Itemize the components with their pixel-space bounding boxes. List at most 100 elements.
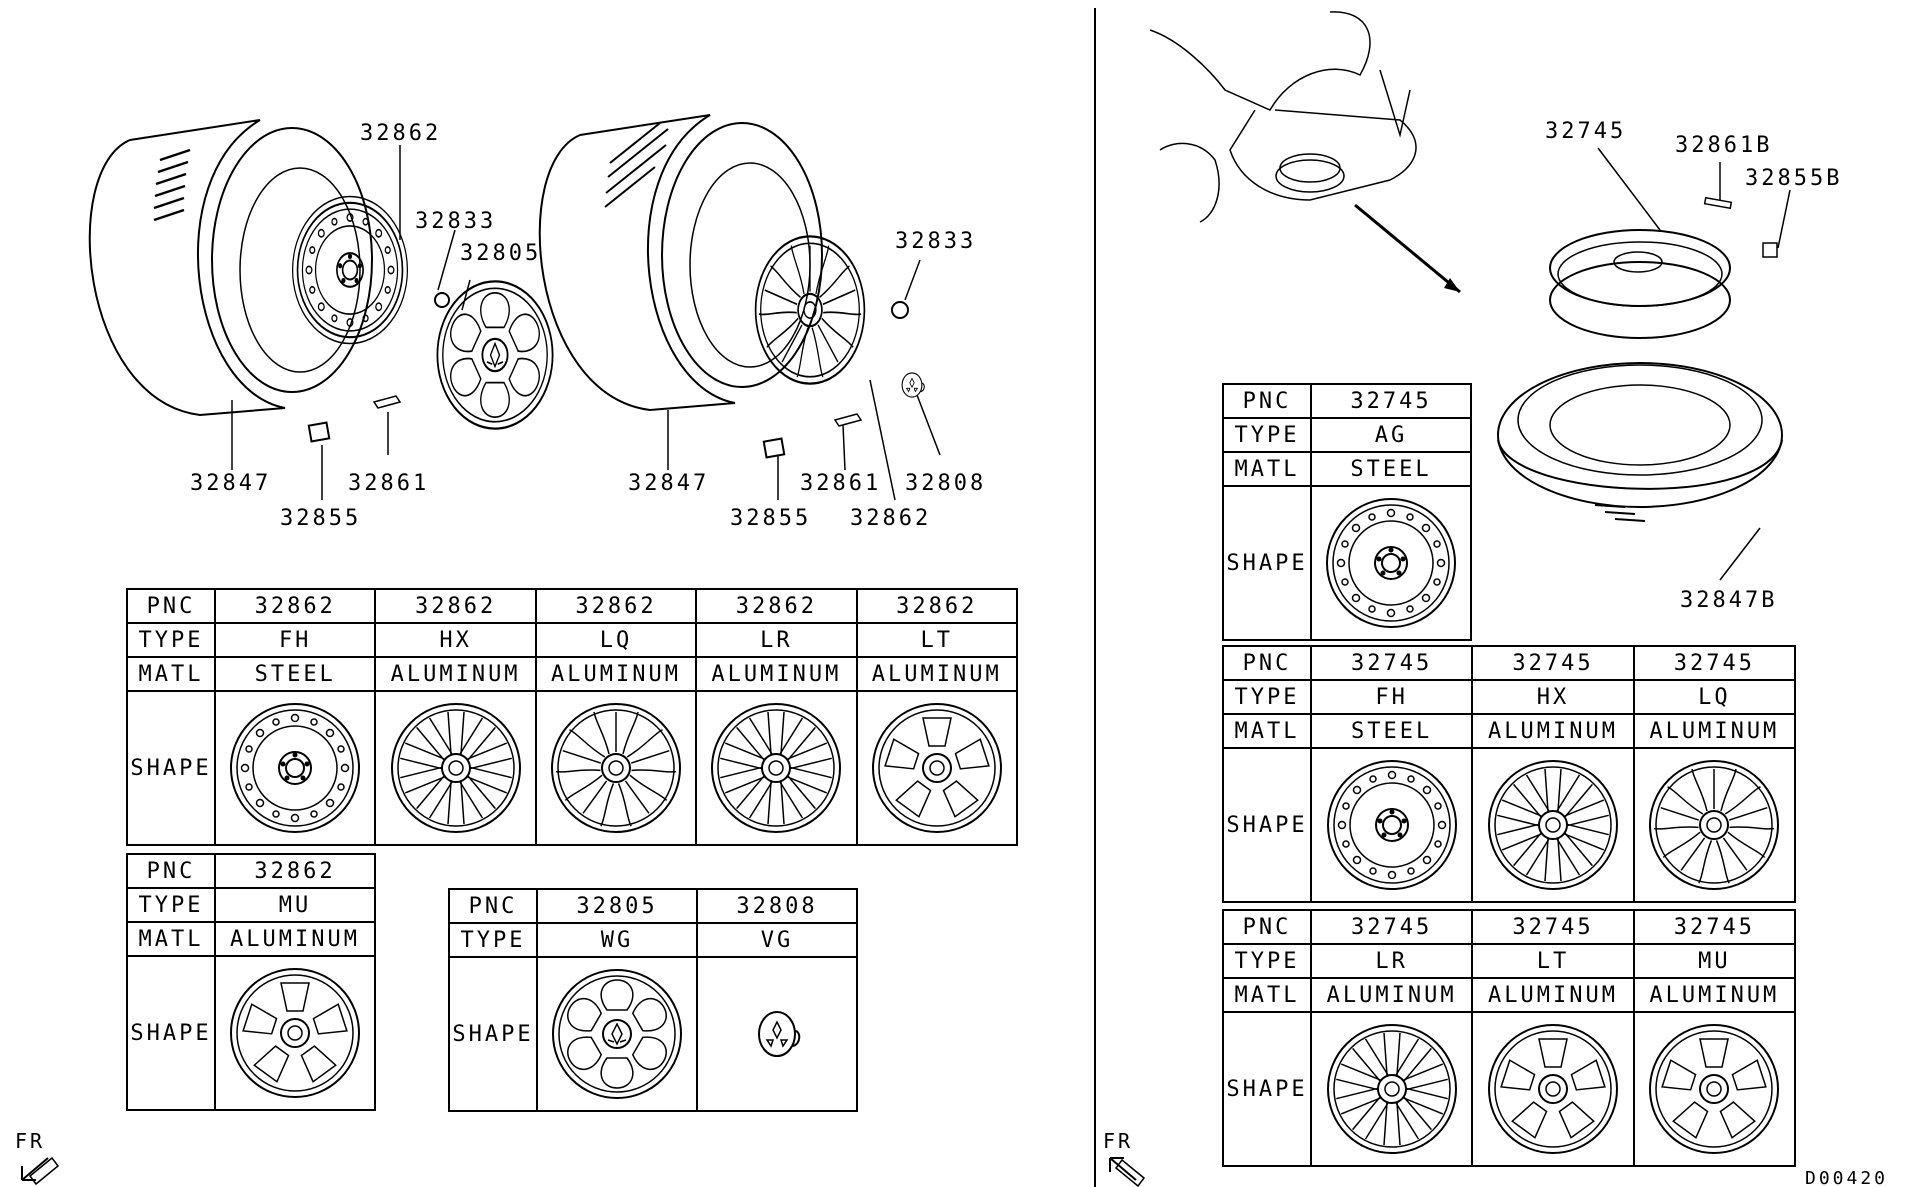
shape-cell [214,955,376,1111]
leader-lines [231,145,1791,581]
row-label-pnc: PNC [126,853,216,889]
cell-pnc: 32862 [534,588,698,624]
cell-matl: ALUMINUM [695,656,858,692]
cell-type: MU [1632,943,1797,979]
cell-matl: ALUMINUM [1632,977,1797,1013]
row-label-matl: MATL [1222,451,1312,487]
cell-pnc: 32862 [855,588,1019,624]
cell-type: MU [214,887,376,923]
left-assembly [88,119,554,443]
row-label-shape: SHAPE [1222,1011,1312,1167]
callout-32847: 32847 [190,471,271,496]
row-label-type: TYPE [1222,417,1312,453]
shape-cell [213,690,377,846]
row-label-pnc: PNC [448,888,538,924]
callout-32833: 32833 [415,209,496,234]
callout-32855: 32855 [280,506,361,531]
cell-type: LT [855,622,1019,658]
callout-32745: 32745 [1545,119,1626,144]
row-label-shape: SHAPE [126,690,216,846]
shape-cell [696,956,858,1112]
shape-cell [374,690,537,846]
cell-pnc: 32805 [536,888,698,924]
cell-type: WG [536,922,698,958]
fr-arrow-left: FR [15,1129,60,1186]
row-label-matl: MATL [126,656,216,692]
cell-pnc: 32808 [696,888,858,924]
cell-type: LQ [534,622,698,658]
cell-pnc: 32862 [374,588,537,624]
cell-matl: ALUMINUM [855,656,1019,692]
row-label-pnc: PNC [1222,383,1312,419]
cell-type: LQ [1632,679,1797,715]
svg-text:FR: FR [1103,1129,1133,1153]
cell-matl: ALUMINUM [534,656,698,692]
table-right-row1: PNC 32745 32745 32745 TYPE FH HX LQ MATL… [1222,645,1797,903]
shape-cell [1309,1011,1474,1167]
row-label-shape: SHAPE [1222,485,1312,641]
shape-cell [536,956,698,1112]
callout-32808: 32808 [905,471,986,496]
shape-cell [1310,485,1472,641]
row-label-matl: MATL [126,921,216,957]
row-label-pnc: PNC [1222,909,1312,945]
callout-32861b: 32861B [1675,133,1772,158]
callout-32862-mid: 32862 [850,506,931,531]
middle-assembly [538,114,925,459]
cell-pnc: 32862 [695,588,858,624]
row-label-type: TYPE [1222,943,1312,979]
table-left-cover: PNC 32805 32808 TYPE WG VG SHAPE [448,888,858,1112]
cell-matl: ALUMINUM [1471,713,1635,749]
row-label-matl: MATL [1222,977,1312,1013]
cell-pnc: 32745 [1309,909,1474,945]
cell-matl: ALUMINUM [1471,977,1635,1013]
table-right-row2: PNC 32745 32745 32745 TYPE LR LT MU MATL… [1222,909,1797,1167]
cell-pnc: 32862 [214,853,376,889]
shape-cell [1632,1011,1797,1167]
cell-matl: ALUMINUM [214,921,376,957]
callouts: 32862 32833 32805 32847 32861 32855 3283… [190,119,1839,613]
cell-type: AG [1310,417,1472,453]
cell-pnc: 32745 [1471,909,1635,945]
cell-type: FH [213,622,377,658]
row-label-type: TYPE [126,622,216,658]
callout-32861: 32861 [348,471,429,496]
row-label-pnc: PNC [126,588,216,624]
row-label-type: TYPE [1222,679,1312,715]
row-label-matl: MATL [1222,713,1312,749]
shape-cell [534,690,698,846]
row-label-type: TYPE [126,887,216,923]
cell-matl: STEEL [1310,451,1472,487]
cell-pnc: 32745 [1471,645,1635,681]
callout-32805: 32805 [460,241,541,266]
shape-cell [1309,747,1474,903]
cell-type: LT [1471,943,1635,979]
row-label-shape: SHAPE [126,955,216,1111]
shape-cell [1632,747,1797,903]
cell-pnc: 32745 [1309,645,1474,681]
cell-type: LR [695,622,858,658]
fr-arrow-right: FR [1103,1129,1146,1187]
cell-type: HX [374,622,537,658]
cell-matl: ALUMINUM [374,656,537,692]
cell-type: HX [1471,679,1635,715]
cell-matl: STEEL [1309,713,1474,749]
shape-cell [1471,1011,1635,1167]
cell-type: FH [1309,679,1474,715]
cell-pnc: 32745 [1310,383,1472,419]
callout-32861-mid: 32861 [800,471,881,496]
cell-pnc: 32745 [1632,909,1797,945]
callout-32833-mid: 32833 [895,229,976,254]
right-assembly [1149,11,1783,522]
cell-pnc: 32862 [213,588,377,624]
row-label-pnc: PNC [1222,645,1312,681]
callout-32847b: 32847B [1680,588,1777,613]
cell-pnc: 32745 [1632,645,1797,681]
diagram-id: D00420 [1805,1168,1888,1187]
callout-32847-mid: 32847 [628,471,709,496]
shape-cell [1471,747,1635,903]
cell-matl: ALUMINUM [1309,977,1474,1013]
